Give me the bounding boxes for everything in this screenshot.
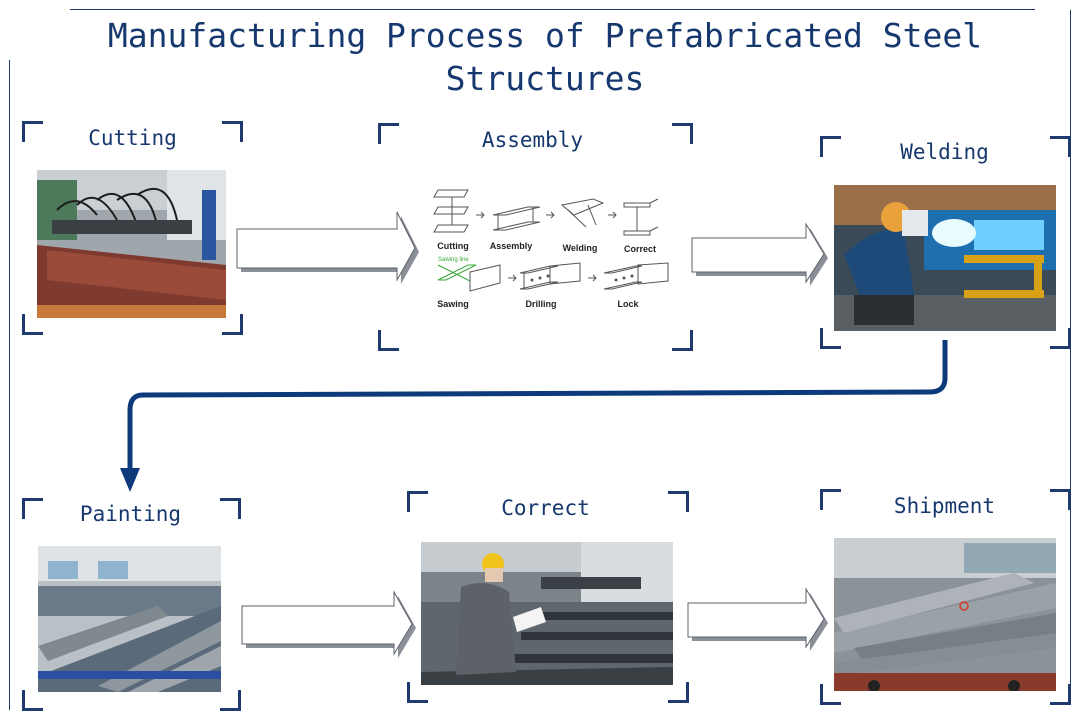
assembly-step-welding: Welding: [562, 243, 598, 253]
frame-corner: [378, 123, 399, 144]
frame-corner: [1050, 136, 1071, 157]
shipment-photo: [834, 538, 1056, 691]
assembly-step-drilling: Drilling: [525, 299, 557, 309]
arrow-correct-to-shipment: [686, 587, 831, 653]
frame-corner: [1050, 328, 1071, 349]
frame-corner: [222, 314, 243, 335]
step-label-painting: Painting: [79, 502, 182, 526]
frame-corner: [22, 690, 43, 711]
correct-photo: [421, 542, 673, 685]
cutting-photo: [37, 170, 226, 318]
assembly-step-sawing: Sawing: [437, 299, 469, 309]
frame-corner: [222, 121, 243, 142]
frame-corner: [668, 491, 689, 512]
frame-corner: [407, 682, 428, 703]
frame-corner: [820, 684, 841, 705]
assembly-step-correct: Correct: [623, 244, 656, 254]
sawing-line-label: Sawing line: [438, 257, 469, 263]
frame-corner: [820, 328, 841, 349]
frame-corner: [22, 314, 43, 335]
assembly-step-assembly: Assembly: [489, 241, 533, 251]
connector-welding-to-painting: [120, 340, 948, 492]
page-title: Manufacturing Process of Prefabricated S…: [107, 16, 983, 98]
assembly-diagram: Cutting Assembly Welding Correct Sawing …: [428, 185, 678, 315]
frame-corner: [672, 123, 693, 144]
frame-corner: [672, 330, 693, 351]
step-label-welding: Welding: [900, 140, 989, 164]
step-label-assembly: Assembly: [481, 128, 584, 152]
step-label-shipment: Shipment: [893, 494, 996, 518]
frame-left-line: [9, 60, 10, 710]
arrow-assembly-to-welding: [690, 222, 830, 288]
frame-corner: [22, 121, 43, 142]
step-label-correct: Correct: [501, 496, 590, 520]
frame-corner: [220, 690, 241, 711]
painting-photo: [38, 546, 221, 692]
frame-corner: [220, 498, 241, 519]
arrow-painting-to-correct: [240, 590, 418, 660]
welding-photo: [834, 185, 1056, 331]
frame-corner: [407, 491, 428, 512]
frame-corner: [820, 489, 841, 510]
frame-corner: [820, 136, 841, 157]
frame-corner: [668, 682, 689, 703]
step-label-cutting: Cutting: [88, 126, 177, 150]
frame-corner: [378, 330, 399, 351]
frame-top-line: [70, 9, 1035, 10]
arrow-cutting-to-assembly: [235, 210, 420, 285]
assembly-step-lock: Lock: [617, 299, 639, 309]
frame-corner: [1050, 684, 1071, 705]
frame-right-line: [1070, 10, 1071, 700]
assembly-step-cutting: Cutting: [437, 241, 469, 251]
frame-corner: [1050, 489, 1071, 510]
frame-corner: [22, 498, 43, 519]
